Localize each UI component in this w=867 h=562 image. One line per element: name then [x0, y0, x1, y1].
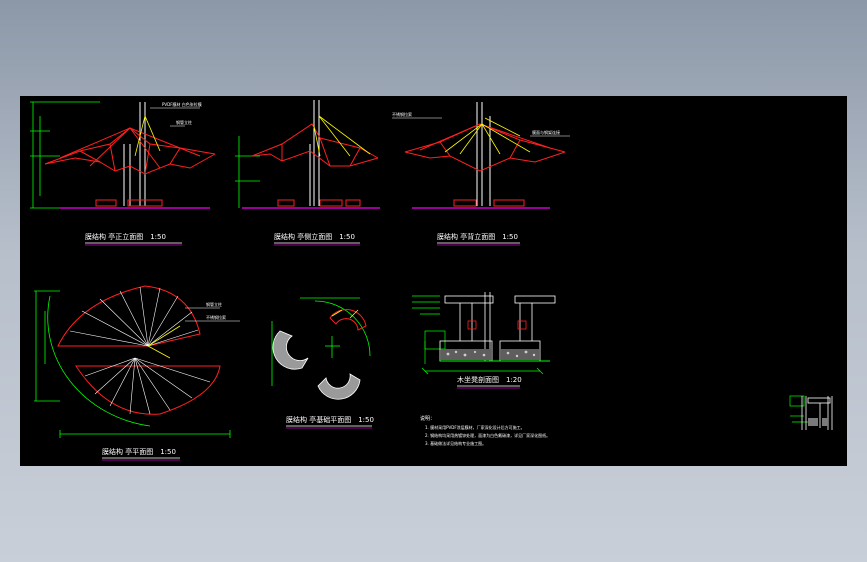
design-notes: 说明： 1. 膜材采用PVDF涂层膜材，厂家深化设计后方可施工。 2. 钢结构均… — [420, 415, 550, 446]
thumbnail-detail — [789, 395, 833, 430]
cad-drawing-viewport[interactable]: PVDF膜材 白色张拉膜 钢管立柱 膜结构 亭正立面图 1:50 — [20, 96, 847, 466]
foundation-plan-title: 膜结构 亭基础平面图 1:50 — [286, 415, 374, 424]
note-3: 3. 基础做法详见结构专业施工图。 — [425, 440, 486, 446]
roof-plan: 钢管立柱 不锈钢拉索 膜结构 亭平面图 1:50 — [34, 285, 240, 461]
front-elevation: PVDF膜材 白色张拉膜 钢管立柱 膜结构 亭正立面图 1:50 — [30, 101, 216, 246]
back-elevation-title: 膜结构 亭背立面图 1:50 — [437, 232, 518, 241]
cad-drawing-canvas: PVDF膜材 白色张拉膜 钢管立柱 膜结构 亭正立面图 1:50 — [30, 100, 833, 461]
roof-plan-title: 膜结构 亭平面图 1:50 — [102, 447, 176, 456]
plan-column-annotation: 钢管立柱 — [206, 301, 222, 307]
side-elevation-title: 膜结构 亭侧立面图 1:50 — [274, 232, 355, 241]
notes-title: 说明： — [420, 415, 435, 422]
foundation-plan: 膜结构 亭基础平面图 1:50 — [271, 297, 374, 429]
bench-section-title: 木坐凳剖面图 1:20 — [457, 375, 522, 384]
column-annotation: 钢管立柱 — [176, 119, 192, 125]
plan-cable-annotation: 不锈钢拉索 — [206, 314, 226, 320]
back-elevation: 不锈钢拉索 膜面与钢架连接 膜结构 亭背立面图 1:50 — [392, 102, 570, 246]
note-2: 2. 钢结构均采用热镀锌处理，面漆为白色氟碳漆，详见厂家深化图纸。 — [425, 432, 550, 438]
bench-section: 木坐凳剖面图 1:20 — [412, 292, 556, 389]
side-elevation: 膜结构 亭侧立面图 1:50 — [235, 100, 380, 246]
cable-annotation: 不锈钢拉索 — [392, 111, 412, 117]
connection-annotation: 膜面与钢架连接 — [532, 129, 560, 135]
front-elevation-title: 膜结构 亭正立面图 1:50 — [85, 232, 166, 241]
fabric-annotation: PVDF膜材 白色张拉膜 — [162, 101, 202, 107]
note-1: 1. 膜材采用PVDF涂层膜材，厂家深化设计后方可施工。 — [425, 424, 525, 430]
